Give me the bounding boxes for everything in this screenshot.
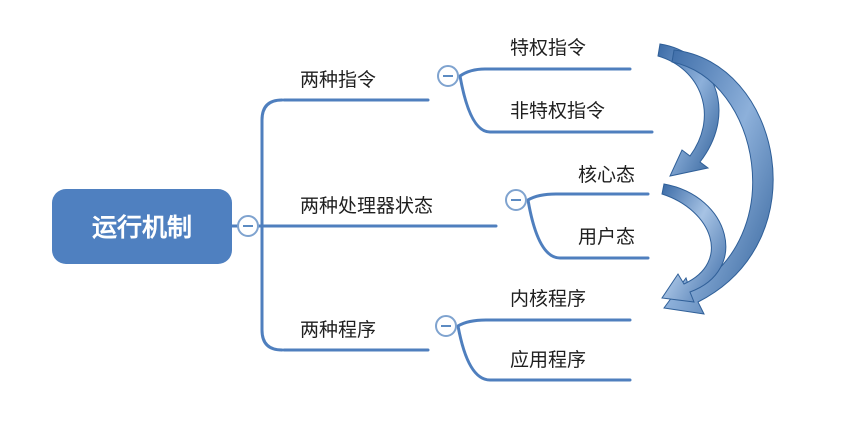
root-node-label: 运行机制 (92, 213, 192, 242)
root-node[interactable]: 运行机制 (52, 189, 232, 264)
branch-label-instructions: 两种指令 (300, 69, 376, 91)
leaf-label-user-mode: 用户态 (578, 226, 635, 248)
branch-collapse-toggle-programs[interactable] (435, 315, 457, 337)
leaf-label-nonprivileged: 非特权指令 (510, 100, 605, 122)
curved-arrow-kernel-mode-to-kernel-program (661, 183, 727, 303)
leaf-label-kernel-program: 内核程序 (510, 288, 586, 310)
leaf-label-privileged: 特权指令 (510, 37, 586, 59)
branch-collapse-toggle-instructions[interactable] (437, 65, 459, 87)
branch-label-processor-states: 两种处理器状态 (300, 195, 433, 217)
curved-arrow-large-to-kernel-program (663, 49, 774, 315)
root-collapse-toggle[interactable] (237, 215, 259, 237)
leaf-label-kernel-mode: 核心态 (578, 164, 635, 186)
branch-collapse-toggle-processor-states[interactable] (505, 189, 527, 211)
branch-label-programs: 两种程序 (300, 319, 376, 341)
connector-lines (230, 67, 654, 382)
leaf-label-application-program: 应用程序 (510, 349, 586, 371)
